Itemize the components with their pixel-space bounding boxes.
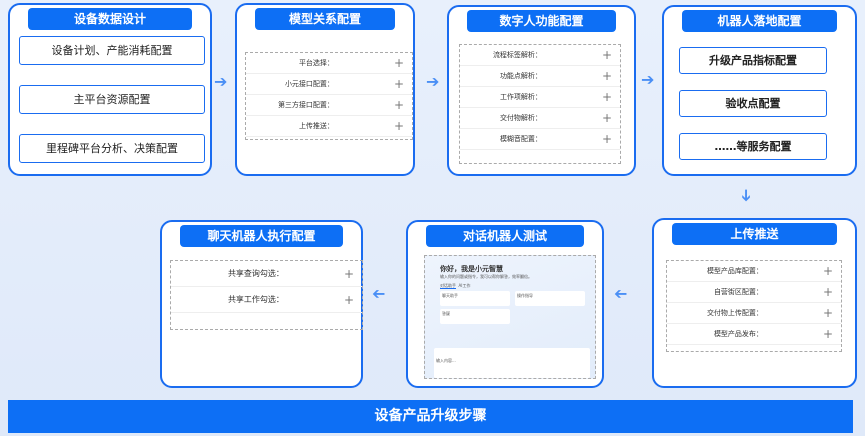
steps-banner: 设备产品升级步骤 (8, 400, 853, 433)
card-title: 机器人落地配置 (682, 10, 837, 32)
card-title: 设备数据设计 (28, 8, 192, 30)
row-work-item[interactable]: 工作项解析：+ (460, 87, 620, 108)
chat-preview: 你好，我是小元智慧 输入你的问题或指令，我可以帮你解答，效率翻倍。 对话助手 A… (424, 255, 596, 379)
mini-card[interactable]: 聊天助手 (440, 291, 510, 306)
plus-icon[interactable]: + (601, 111, 612, 125)
card-title: 数字人功能配置 (467, 10, 616, 32)
card-title: 对话机器人测试 (426, 225, 584, 247)
card-chatbot-exec: 聊天机器人执行配置 共享查询勾选：+ 共享工作勾选：+ (160, 220, 363, 388)
item-upgrade-index[interactable]: 升级产品指标配置 (679, 47, 827, 74)
tab[interactable]: AI工作 (458, 283, 471, 288)
card-chatbot-test: 对话机器人测试 你好，我是小元智慧 输入你的问题或指令，我可以帮你解答，效率翻倍… (406, 220, 604, 388)
item-main-platform[interactable]: 主平台资源配置 (19, 85, 205, 114)
item-services[interactable]: ……等服务配置 (679, 133, 827, 160)
plus-icon[interactable]: + (601, 90, 612, 104)
plus-icon[interactable]: + (343, 266, 354, 281)
row-shared-work[interactable]: 共享工作勾选：+ (171, 287, 362, 313)
row-deliverable[interactable]: 交付物解析：+ (460, 108, 620, 129)
plus-icon[interactable]: + (601, 132, 612, 146)
row-model-library[interactable]: 模型产品库配置：+ (667, 261, 841, 282)
plus-icon[interactable]: + (393, 77, 404, 91)
arrow-icon: ➔ (426, 72, 440, 91)
plus-icon[interactable]: + (393, 98, 404, 112)
card-robot-deploy: 机器人落地配置 升级产品指标配置 验收点配置 ……等服务配置 (662, 5, 857, 176)
mini-card[interactable]: 操作指导 (515, 291, 585, 306)
plus-icon[interactable]: + (393, 56, 404, 70)
item-milestone[interactable]: 里程碑平台分析、决策配置 (19, 134, 205, 163)
greeting: 你好，我是小元智慧 (440, 265, 503, 273)
plus-icon[interactable]: + (343, 292, 354, 307)
row-upload[interactable]: 上传推送：+ (246, 116, 412, 137)
row-deliverable-upload[interactable]: 交付物上传配置：+ (667, 303, 841, 324)
row-shared-query[interactable]: 共享查询勾选：+ (171, 261, 362, 287)
row-self-block[interactable]: 自营街区配置：+ (667, 282, 841, 303)
card-digital-human: 数字人功能配置 流程标签解析：+ 功能点解析：+ 工作项解析：+ 交付物解析：+… (447, 5, 636, 176)
card-model-relation: 模型关系配置 平台选择：+ 小元接口配置：+ 第三方接口配置：+ 上传推送：+ (235, 3, 415, 176)
arrow-left-icon: ➔ (372, 284, 386, 303)
arrow-icon: ➔ (641, 70, 655, 89)
card-title: 聊天机器人执行配置 (180, 225, 343, 247)
card-device-data: 设备数据设计 设备计划、产能消耗配置 主平台资源配置 里程碑平台分析、决策配置 (8, 3, 212, 176)
tab[interactable]: 对话助手 (440, 283, 456, 289)
plus-icon[interactable]: + (822, 285, 833, 299)
mini-card[interactable]: 答疑 (440, 309, 510, 324)
card-title: 模型关系配置 (255, 8, 395, 30)
row-xiaoyuan-api[interactable]: 小元接口配置：+ (246, 74, 412, 95)
plus-icon[interactable]: + (822, 327, 833, 341)
row-third-party-api[interactable]: 第三方接口配置：+ (246, 95, 412, 116)
row-model-publish[interactable]: 模型产品发布：+ (667, 324, 841, 345)
item-device-plan[interactable]: 设备计划、产能消耗配置 (19, 36, 205, 65)
plus-icon[interactable]: + (601, 48, 612, 62)
card-title: 上传推送 (672, 223, 837, 245)
plus-icon[interactable]: + (601, 69, 612, 83)
arrow-down-icon: ➔ (737, 188, 757, 203)
arrow-left-icon: ➔ (614, 284, 628, 303)
row-function-point[interactable]: 功能点解析：+ (460, 66, 620, 87)
card-upload-push: 上传推送 模型产品库配置：+ 自营街区配置：+ 交付物上传配置：+ 模型产品发布… (652, 218, 857, 388)
plus-icon[interactable]: + (822, 306, 833, 320)
chat-input[interactable]: 输入内容... (434, 348, 590, 378)
subtitle: 输入你的问题或指令，我可以帮你解答，效率翻倍。 (440, 274, 532, 279)
item-acceptance[interactable]: 验收点配置 (679, 90, 827, 117)
row-fuzzy-sound[interactable]: 模糊音配置：+ (460, 129, 620, 150)
plus-icon[interactable]: + (393, 119, 404, 133)
row-flow-tag[interactable]: 流程标签解析：+ (460, 45, 620, 66)
plus-icon[interactable]: + (822, 264, 833, 278)
row-platform[interactable]: 平台选择：+ (246, 53, 412, 74)
arrow-icon: ➔ (214, 72, 228, 91)
